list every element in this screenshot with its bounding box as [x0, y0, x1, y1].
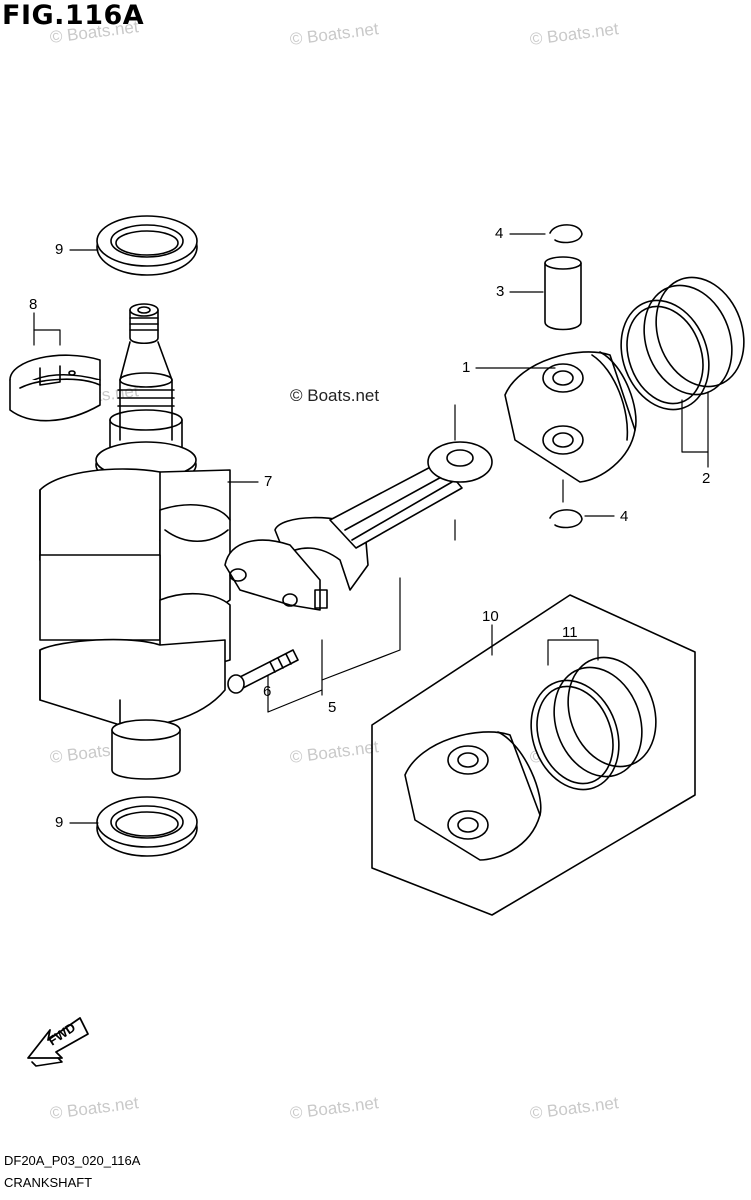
figure-code: DF20A_P03_020_116A: [4, 1153, 141, 1168]
callout-7: 7: [264, 473, 273, 490]
watermark: © Boats.net: [290, 386, 380, 405]
fwd-arrow: [27, 1017, 89, 1067]
figure-title: FIG.116A: [2, 0, 145, 31]
crank-bearing: [9, 354, 101, 422]
piston-rings-set: [620, 276, 745, 411]
crankshaft: [39, 303, 231, 780]
callout-4-bottom: 4: [620, 508, 629, 525]
callout-8: 8: [29, 296, 38, 313]
piston: [504, 351, 637, 483]
oil-seal-top: [96, 215, 198, 276]
callout-9-bottom: 9: [55, 814, 64, 831]
callout-2: 2: [702, 470, 711, 487]
callout-11: 11: [562, 624, 578, 641]
callout-1: 1: [462, 359, 471, 376]
circlip-top: [549, 224, 583, 244]
circlip-bottom: [549, 509, 583, 529]
piston-pin: [544, 256, 582, 331]
callout-3: 3: [496, 283, 505, 300]
conrod-bolt: [227, 649, 299, 694]
leader-lines: [33, 233, 709, 824]
figure-name: CRANKSHAFT: [4, 1175, 93, 1190]
oversize-piston-box: [371, 594, 696, 916]
oil-seal-bottom: [96, 796, 198, 857]
callout-5: 5: [328, 699, 337, 716]
callout-6: 6: [263, 683, 272, 700]
connecting-rod: [224, 441, 493, 611]
callout-4-top: 4: [495, 225, 504, 242]
callout-10: 10: [482, 608, 499, 625]
callout-9-top: 9: [55, 241, 64, 258]
